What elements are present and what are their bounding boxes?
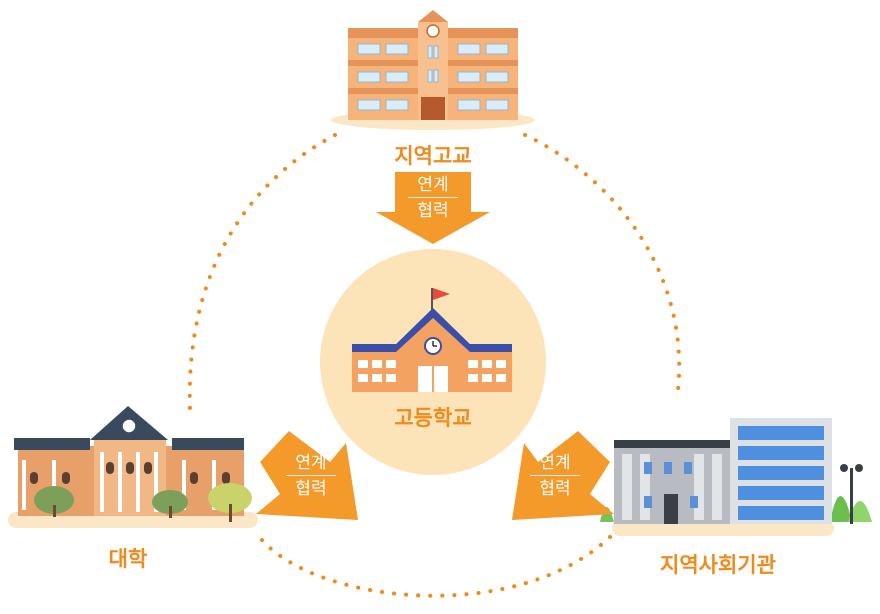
arrow-right-line1: 연계 (530, 452, 580, 476)
high-school-building (352, 288, 512, 392)
regional-high-school-label: 지역고교 (394, 144, 472, 168)
dotted-arc-top-right (523, 133, 682, 392)
community-institution-label: 지역사회기관 (660, 553, 776, 577)
arrow-right-text: 연계 협력 (530, 452, 580, 500)
university-label: 대학 (108, 547, 148, 571)
regional-high-school-building (331, 10, 535, 130)
arrow-left-text: 연계 협력 (286, 452, 336, 500)
community-institution-building (600, 418, 872, 536)
arrow-top-text: 연계 협력 (408, 174, 458, 222)
arrow-top-line1: 연계 (408, 174, 458, 198)
arrow-top-line2: 협력 (417, 201, 449, 221)
university-building (8, 406, 258, 528)
dotted-arc-bottom (260, 533, 614, 598)
arrow-top-shape (376, 172, 490, 244)
arrow-left-line1: 연계 (286, 452, 336, 476)
arrow-left-line2: 협력 (295, 479, 327, 499)
arrow-right-line2: 협력 (539, 479, 571, 499)
high-school-label: 고등학교 (394, 406, 472, 430)
dotted-arc-top-left (187, 133, 337, 412)
